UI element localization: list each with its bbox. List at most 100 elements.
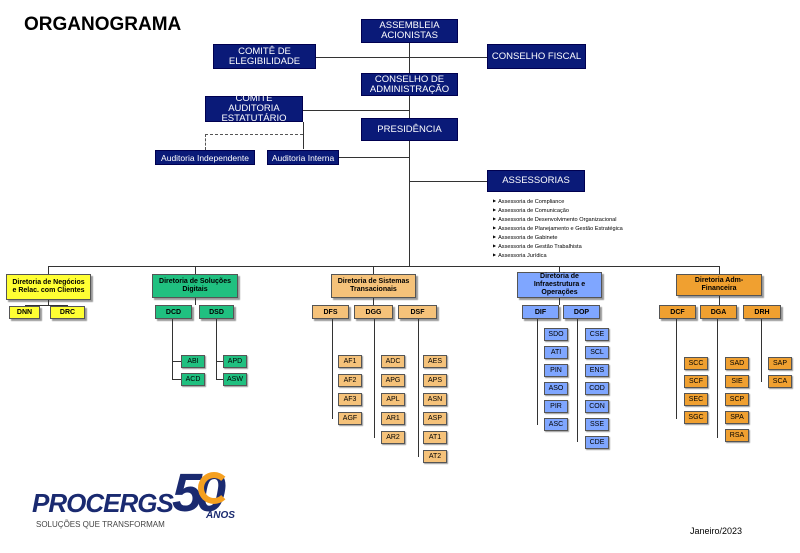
- comite-elegibilidade-box: COMITÊ DE ELEGIBILIDADE: [213, 44, 316, 69]
- page-title: ORGANOGRAMA: [24, 14, 182, 35]
- brand-tagline: SOLUÇÕES QUE TRANSFORMAM: [36, 520, 165, 529]
- connector: [418, 319, 419, 457]
- unit-acd: ACD: [181, 373, 205, 386]
- unit-sad: SAD: [725, 357, 749, 370]
- connector: [409, 43, 410, 73]
- dashed-connector: [205, 134, 303, 135]
- unit-con: CON: [585, 400, 609, 413]
- connector: [303, 110, 409, 111]
- unit-ens: ENS: [585, 364, 609, 377]
- anniversary-logo: 50 ANOS: [172, 463, 252, 528]
- connector: [48, 266, 720, 267]
- connector: [577, 319, 578, 442]
- connector: [216, 319, 217, 380]
- connector: [409, 181, 487, 182]
- assessorias-list: Assessoria de Compliance Assessoria de C…: [493, 197, 623, 260]
- connector: [195, 266, 196, 274]
- dashed-connector: [205, 134, 206, 150]
- unit-sec: SEC: [684, 393, 708, 406]
- sub-drh: DRH: [743, 305, 781, 319]
- connector: [559, 266, 560, 274]
- unit-sie: SIE: [725, 375, 749, 388]
- unit-adc: ADC: [381, 355, 405, 368]
- sub-dfs: DFS: [312, 305, 349, 319]
- conselho-administracao-box: CONSELHO DE ADMINISTRAÇÃO: [361, 73, 458, 96]
- auditoria-interna-box: Auditoria Interna: [267, 150, 339, 165]
- sub-dcd: DCD: [155, 305, 192, 319]
- comite-auditoria-box: COMITÊ AUDITORIA ESTATUTÁRIO: [205, 94, 303, 124]
- sub-dsd: DSD: [199, 305, 234, 319]
- connector: [374, 319, 375, 438]
- unit-pir: PIR: [544, 400, 568, 413]
- connector: [48, 266, 49, 274]
- connector: [761, 319, 762, 382]
- connector: [195, 298, 196, 305]
- assessorias-box: ASSESSORIAS: [487, 170, 585, 192]
- connector: [339, 157, 409, 158]
- unit-asn: ASN: [423, 393, 447, 406]
- connector: [719, 296, 720, 305]
- connector: [409, 96, 410, 118]
- unit-apg: APG: [381, 374, 405, 387]
- unit-ar2: AR2: [381, 431, 405, 444]
- unit-apd: APD: [223, 355, 247, 368]
- connector: [409, 141, 410, 266]
- connector: [25, 305, 68, 306]
- connector: [303, 122, 304, 149]
- unit-scc: SCC: [684, 357, 708, 370]
- unit-asw: ASW: [223, 373, 247, 386]
- list-item: Assessoria de Comunicação: [493, 206, 623, 215]
- unit-scp: SCP: [725, 393, 749, 406]
- sub-drc: DRC: [50, 306, 85, 319]
- unit-sca: SCA: [768, 375, 792, 388]
- unit-at1: AT1: [423, 431, 447, 444]
- unit-cod: COD: [585, 382, 609, 395]
- unit-rsa: RSA: [725, 429, 749, 442]
- connector: [537, 319, 538, 425]
- connector: [216, 379, 223, 380]
- unit-agf: AGF: [338, 412, 362, 425]
- auditoria-independente-box: Auditoria Independente: [155, 150, 255, 165]
- connector: [373, 266, 374, 274]
- list-item: Assessoria de Desenvolvimento Organizaci…: [493, 215, 623, 224]
- list-item: Assessoria de Gabinete: [493, 233, 623, 242]
- connector: [332, 319, 333, 419]
- list-item: Assessoria Jurídica: [493, 251, 623, 260]
- connector: [373, 298, 374, 305]
- connector: [559, 298, 560, 305]
- conselho-fiscal-box: CONSELHO FISCAL: [487, 44, 586, 69]
- unit-af3: AF3: [338, 393, 362, 406]
- sub-dop: DOP: [563, 305, 600, 319]
- list-item: Assessoria de Planejamento e Gestão Estr…: [493, 224, 623, 233]
- list-item: Assessoria de Gestão Trabalhista: [493, 242, 623, 251]
- unit-cde: CDE: [585, 436, 609, 449]
- connector: [172, 361, 181, 362]
- unit-cse: CSE: [585, 328, 609, 341]
- unit-apl: APL: [381, 393, 405, 406]
- ring-icon: [198, 472, 230, 504]
- connector: [316, 57, 487, 58]
- directorate-solucoes-digitais: Diretoria de Soluções Digitais: [152, 274, 238, 298]
- unit-af1: AF1: [338, 355, 362, 368]
- brand-name: PROCERGS: [32, 488, 174, 518]
- unit-asp: ASP: [423, 412, 447, 425]
- connector: [216, 361, 223, 362]
- unit-asc: ASC: [544, 418, 568, 431]
- unit-sap: SAP: [768, 357, 792, 370]
- unit-aes: AES: [423, 355, 447, 368]
- connector: [717, 319, 718, 438]
- connector: [172, 379, 181, 380]
- sub-dcf: DCF: [659, 305, 696, 319]
- connector: [676, 319, 677, 419]
- sub-dnn: DNN: [9, 306, 40, 319]
- sub-dif: DIF: [522, 305, 559, 319]
- unit-sse: SSE: [585, 418, 609, 431]
- sub-dsf: DSF: [398, 305, 437, 319]
- directorate-sistemas-transacionais: Diretoria de Sistemas Transacionais: [331, 274, 416, 298]
- unit-ar1: AR1: [381, 412, 405, 425]
- directorate-negocios: Diretoria de Negócios e Relac. com Clien…: [6, 274, 91, 300]
- unit-aso: ASO: [544, 382, 568, 395]
- assembleia-box: ASSEMBLEIA ACIONISTAS: [361, 19, 458, 43]
- procergs-logo: PROCERGS SOLUÇÕES QUE TRANSFORMAM: [30, 488, 174, 532]
- unit-scl: SCL: [585, 346, 609, 359]
